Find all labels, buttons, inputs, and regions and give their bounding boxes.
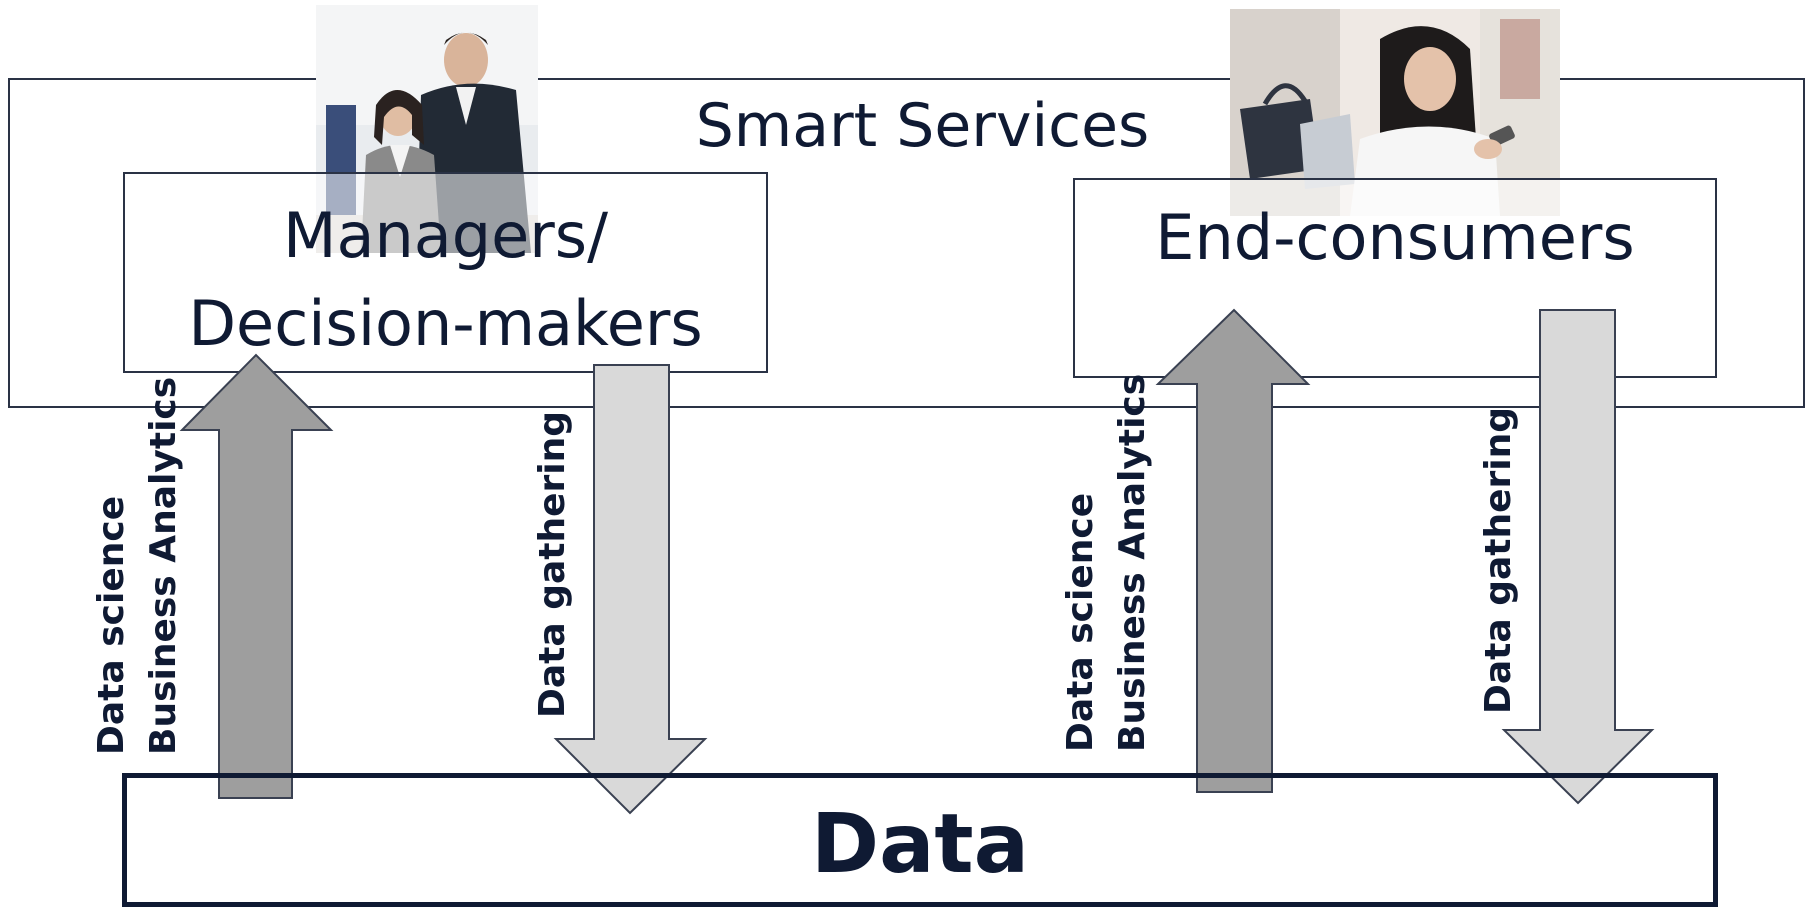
downward-label-right: Data gathering xyxy=(1473,407,1525,714)
upward-arrow-right xyxy=(1155,308,1311,793)
upward-label-left: Data science Business Analytics xyxy=(86,377,190,755)
downward-label-left-text: Data gathering xyxy=(532,410,573,718)
upward-label-left-line1: Data science xyxy=(91,495,132,755)
upward-label-right-line1: Data science xyxy=(1060,492,1101,752)
upward-label-left-line2: Business Analytics xyxy=(143,376,184,755)
data-label: Data xyxy=(811,797,1029,892)
managers-label-line1: Managers/ xyxy=(283,199,608,272)
upward-label-right-line2: Business Analytics xyxy=(1112,373,1153,752)
consumers-label: End-consumers xyxy=(1155,201,1635,274)
downward-label-right-text: Data gathering xyxy=(1478,406,1519,714)
downward-label-left: Data gathering xyxy=(527,411,579,718)
data-box xyxy=(122,773,1718,907)
smart-services-frame xyxy=(8,78,1805,408)
managers-box xyxy=(123,172,768,373)
downward-arrow-right xyxy=(1501,309,1655,805)
managers-label: Managers/ Decision-makers xyxy=(123,192,768,368)
smart-services-title: Smart Services xyxy=(695,91,1150,161)
upward-arrow-left xyxy=(179,353,334,799)
upward-label-right: Data science Business Analytics xyxy=(1055,374,1159,752)
managers-label-line2: Decision-makers xyxy=(188,287,703,360)
